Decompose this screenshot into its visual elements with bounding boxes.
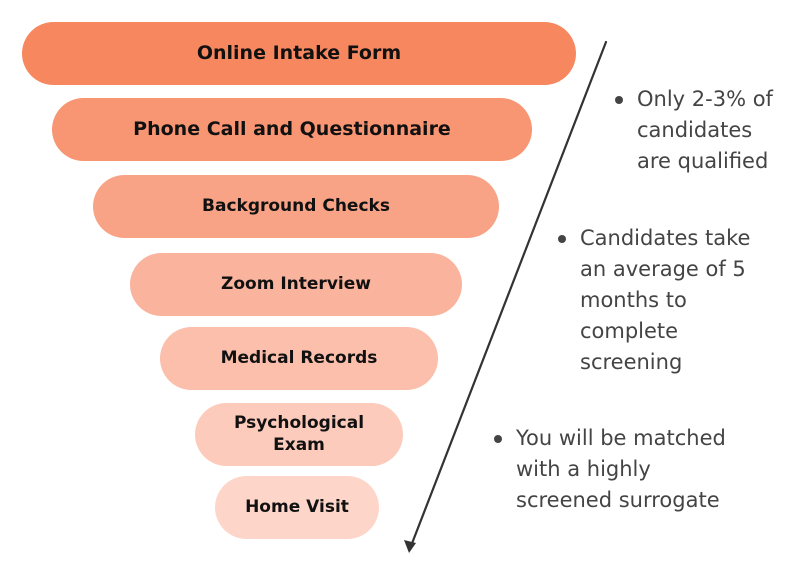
funnel-step-online-intake-form: Online Intake Form: [22, 22, 576, 85]
funnel-step-label: Home Visit: [245, 496, 349, 517]
funnel-step-medical-records: Medical Records: [160, 327, 438, 390]
note-matching: You will be matched with a highly screen…: [494, 423, 794, 516]
funnel-step-psychological-exam: Psychological Exam: [195, 403, 403, 466]
note-text: Only 2-3% of candidates are qualified: [637, 87, 773, 173]
funnel-step-label: Background Checks: [202, 195, 390, 216]
funnel-step-label: Medical Records: [220, 347, 378, 368]
funnel-step-label: Psychological Exam: [233, 413, 365, 455]
note-text: You will be matched with a highly screen…: [516, 426, 726, 512]
note-screening-duration: Candidates take an average of 5 months t…: [558, 223, 798, 378]
funnel-step-zoom-interview: Zoom Interview: [130, 253, 462, 316]
bullet-icon: [558, 235, 566, 243]
note-qualified-rate: Only 2-3% of candidates are qualified: [615, 84, 805, 177]
funnel-step-phone-call: Phone Call and Questionnaire: [52, 98, 532, 161]
funnel-step-label: Phone Call and Questionnaire: [133, 117, 451, 140]
bullet-icon: [494, 435, 502, 443]
bullet-icon: [615, 96, 623, 104]
funnel-step-background-checks: Background Checks: [93, 175, 499, 238]
funnel-step-label: Online Intake Form: [196, 41, 402, 64]
note-text: Candidates take an average of 5 months t…: [580, 226, 751, 374]
funnel-step-home-visit: Home Visit: [215, 476, 379, 539]
arrow-head: [404, 540, 416, 553]
funnel-step-label: Zoom Interview: [221, 273, 371, 294]
